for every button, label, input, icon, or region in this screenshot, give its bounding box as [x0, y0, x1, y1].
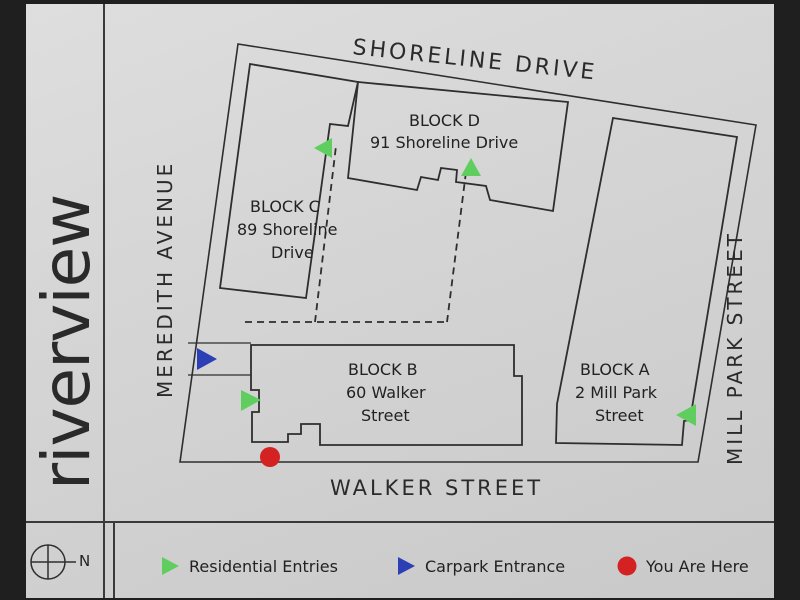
block-c-address-2: Drive [271, 243, 314, 262]
block-a-outline [555, 116, 739, 446]
dashed-path-to-block-c [314, 145, 337, 323]
carpark-entrance-marker [197, 348, 217, 370]
street-label-meredith-avenue: MEREDITH AVENUE [153, 161, 177, 398]
street-label-shoreline-drive: SHORELINE DRIVE [351, 35, 598, 86]
block-b-address-1: 60 Walker [346, 383, 426, 402]
block-c-outline [218, 62, 360, 299]
block-d-title: BLOCK D [409, 111, 480, 130]
dashed-path-to-block-d [446, 171, 467, 323]
block-c-title: BLOCK C [250, 197, 320, 216]
block-a-address-1: 2 Mill Park [575, 383, 658, 402]
compass-divider [113, 521, 115, 598]
block-d-outline [347, 81, 570, 213]
legend-carpark-entrance: Carpark Entrance [396, 551, 565, 581]
residential-entry-block-b [241, 390, 261, 411]
compass: N [26, 540, 96, 584]
brand-divider [103, 4, 105, 598]
legend-divider [26, 521, 774, 523]
legend: Residential Entries Carpark Entrance You… [0, 551, 800, 581]
compass-icon [30, 544, 76, 580]
block-b-title: BLOCK B [348, 360, 418, 379]
residential-entry-icon [162, 557, 179, 575]
residential-entry-block-c [314, 138, 332, 158]
compass-north-label: N [79, 552, 91, 570]
block-b-address-2: Street [361, 406, 410, 425]
block-a-title: BLOCK A [580, 360, 650, 379]
legend-you-are-here: You Are Here [617, 551, 749, 581]
block-d-address: 91 Shoreline Drive [370, 133, 518, 152]
street-label-mill-park-street: MILL PARK STREET [723, 231, 747, 465]
carpark-entrance-icon [398, 557, 415, 575]
legend-residential-label: Residential Entries [189, 556, 338, 576]
legend-here-label: You Are Here [646, 556, 749, 576]
legend-residential-entries: Residential Entries [160, 551, 338, 581]
site-boundary [179, 43, 757, 463]
map-sign [26, 4, 774, 598]
residential-entry-block-a [676, 404, 696, 426]
you-are-here-icon [617, 556, 637, 576]
residential-entry-block-d [461, 158, 481, 176]
street-label-walker-street: WALKER STREET [330, 476, 543, 500]
you-are-here-marker [260, 447, 280, 467]
block-a-address-2: Street [595, 406, 644, 425]
block-b-outline [250, 344, 523, 446]
legend-carpark-label: Carpark Entrance [425, 556, 566, 576]
block-c-address-1: 89 Shoreline [237, 220, 337, 239]
